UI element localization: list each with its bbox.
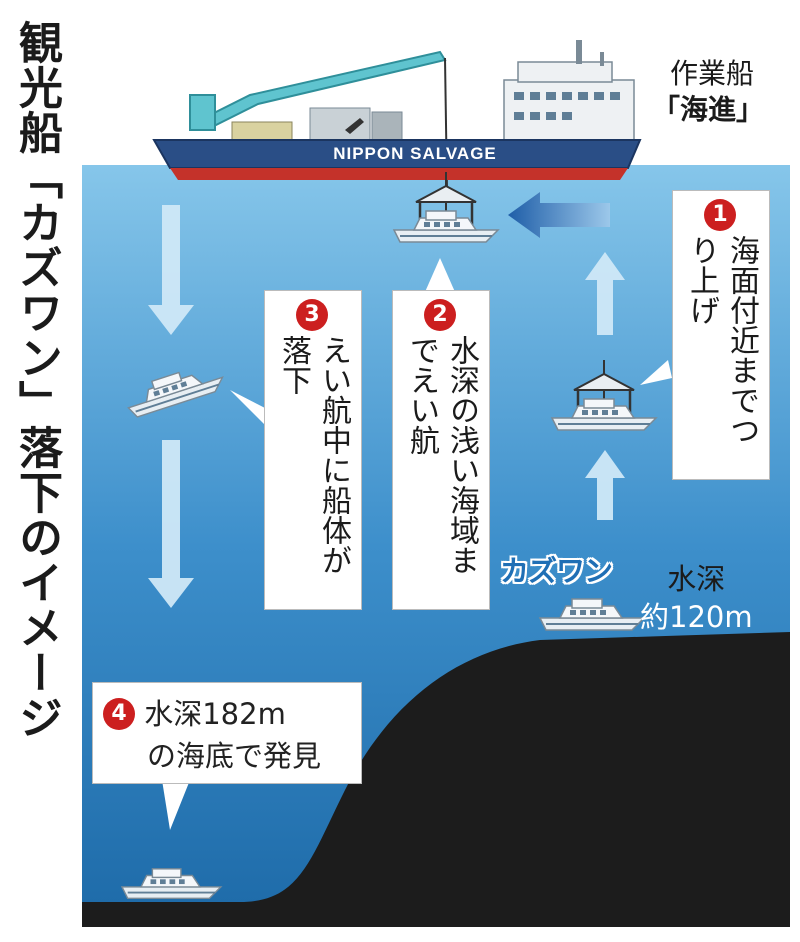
step1-box: 1 海面付近までつり上げ (672, 190, 770, 480)
depth-120m-line2: 約120m (640, 600, 753, 634)
tow-arrow (508, 192, 610, 238)
seabed (82, 632, 790, 927)
ship-label-name: 「海進」 (651, 93, 764, 126)
step4-number: 4 (103, 698, 135, 730)
step1-number: 1 (704, 199, 736, 231)
boat-name-label: カズワン (500, 554, 613, 588)
diagram-title: 観光船「カズワン」落下のイメージ (11, 20, 62, 740)
step2-number: 2 (424, 299, 456, 331)
step3-number: 3 (296, 299, 328, 331)
hull-text: NIPPON SALVAGE (333, 144, 497, 163)
ship-label: 作業船 「海進」 (652, 56, 764, 128)
depth-120m-line1: 水深 (667, 562, 726, 596)
step1-text: 海面付近までつり上げ (684, 235, 759, 445)
step2-text: 水深の浅い海域までえい航 (404, 335, 479, 575)
salvage-ship (152, 40, 642, 191)
depth-120m-label: 水深 約120m (640, 560, 753, 636)
descent-arrows (148, 205, 194, 608)
step2-box: 2 水深の浅い海域までえい航 (392, 290, 490, 610)
step4-text-line1: 水深182m (144, 697, 286, 731)
ship-label-line1: 作業船 (669, 57, 754, 90)
step3-text: えい航中に船体が落下 (276, 335, 351, 575)
step4-box: 4 水深182m の海底で発見 (92, 682, 362, 784)
lift-arrows (585, 252, 625, 520)
step3-box: 3 えい航中に船体が落下 (264, 290, 362, 610)
step4-text-line2: の海底で発見 (147, 739, 322, 773)
